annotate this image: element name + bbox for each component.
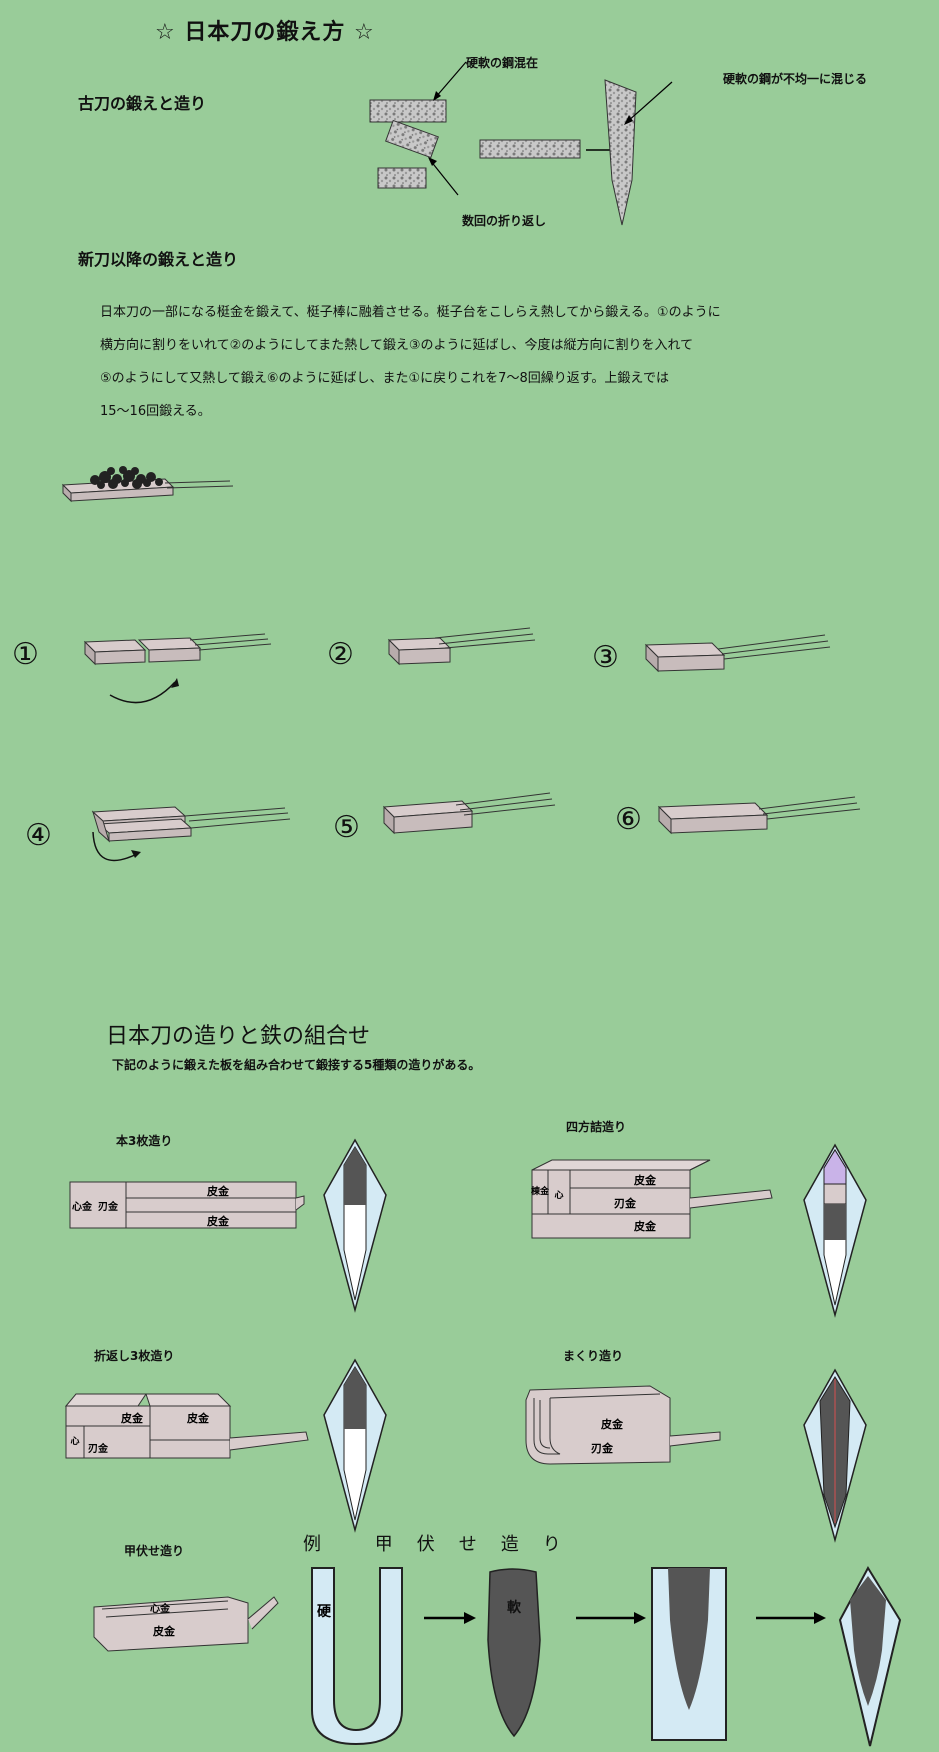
step-5-illustration	[382, 792, 556, 835]
kawagane-label: 皮金	[152, 1624, 176, 1638]
kobuse-example-diagram: 硬 軟	[311, 1565, 902, 1747]
paragraph-line: ⑤のようにして又熱して鍛え⑥のように延ばし、また①に戻りこれを7～8回繰り返す。…	[100, 371, 670, 386]
type-name: 甲伏せ造り	[124, 1544, 185, 1558]
paragraph-line: 日本刀の一部になる梃金を鍛えて、梃子棒に融着させる。梃子台をこしらえ熱してから鍛…	[100, 305, 721, 320]
shingane-label: 心金	[150, 1602, 171, 1615]
shin-label: 心	[70, 1436, 79, 1447]
combination-subheading: 下記のように鍛えた板を組み合わせて鍛接する5種類の造りがある。	[112, 1058, 481, 1072]
orikaeshi-cross-section	[323, 1358, 387, 1533]
hard-label: 硬	[317, 1604, 332, 1620]
shinto-heading: 新刀以降の鍛えと造り	[78, 250, 239, 269]
page-title: ☆ 日本刀の鍛え方 ☆	[155, 20, 375, 45]
shihozume-cross-section	[803, 1143, 867, 1318]
makuri-block: 皮金 刃金	[525, 1385, 721, 1465]
combination-heading: 日本刀の造りと鉄の組合せ	[106, 1024, 371, 1049]
step-2-illustration	[387, 627, 536, 666]
paragraph-line: 15～16回鍛える。	[100, 404, 211, 419]
arrow-uneven	[626, 81, 673, 123]
kawagane-label: 皮金	[186, 1411, 210, 1425]
hagane-label: 刃金	[98, 1200, 119, 1213]
step-4-number: ④	[25, 818, 52, 853]
step-6-number: ⑥	[615, 802, 642, 837]
kawagane-label: 皮金	[600, 1417, 624, 1431]
kawagane-label: 皮金	[206, 1214, 230, 1228]
step-5-number: ⑤	[333, 810, 360, 845]
label-uneven: 硬軟の鋼が不均一に混じる	[723, 72, 868, 86]
munegane-label: 棟金	[531, 1185, 550, 1197]
type-name: まくり造り	[563, 1349, 624, 1363]
koto-blade	[604, 79, 637, 226]
hagane-label: 刃金	[88, 1442, 109, 1455]
shingane-label: 心金	[72, 1200, 93, 1213]
type-name: 四方詰造り	[566, 1120, 627, 1134]
makuri-cross-section	[803, 1368, 867, 1543]
shin-label: 心	[554, 1190, 563, 1201]
kawagane-label: 皮金	[633, 1219, 657, 1233]
mixed-plate-2	[385, 119, 439, 159]
step-1-number: ①	[12, 637, 39, 672]
kawagane-label: 皮金	[206, 1184, 230, 1198]
arrow-mixed	[434, 61, 467, 99]
tekodai-illustration	[61, 466, 234, 503]
shinto-paragraph: 日本刀の一部になる梃金を鍛えて、梃子棒に融着させる。梃子台をこしらえ熱してから鍛…	[100, 296, 920, 428]
paragraph-line: 横方向に割りをいれて②のようにしてまた熱して鍛え③のように延ばし、今度は縦方向に…	[100, 338, 694, 353]
orikaeshi-block: 皮金 皮金 心 刃金	[64, 1393, 309, 1459]
type-name: 本3枚造り	[116, 1134, 173, 1148]
label-mixed: 硬軟の鋼混在	[466, 56, 539, 70]
hon-sanmai-cross-section	[323, 1138, 387, 1313]
step-3-illustration	[644, 634, 831, 673]
forged-bar	[479, 139, 581, 159]
step-3-number: ③	[592, 640, 619, 675]
kobuse-block: 心金 皮金	[93, 1596, 279, 1652]
step-4-illustration	[91, 806, 291, 862]
hagane-label: 刃金	[591, 1441, 614, 1455]
hagane-label: 刃金	[614, 1196, 637, 1210]
example-title: 例 甲伏せ造り	[303, 1534, 585, 1555]
koto-diagram	[369, 61, 673, 226]
hon-sanmai-block: 皮金 心金 刃金 皮金	[69, 1181, 305, 1229]
koto-heading: 古刀の鍛えと造り	[78, 94, 207, 113]
kawagane-label: 皮金	[633, 1173, 657, 1187]
step-2-number: ②	[327, 637, 354, 672]
shihozume-block: 皮金 棟金 心 刃金 皮金	[531, 1159, 773, 1239]
type-name: 折返し3枚造り	[94, 1349, 175, 1363]
arrow-fold	[429, 159, 459, 196]
step-1-illustration	[83, 633, 272, 704]
kawagane-label: 皮金	[120, 1411, 144, 1425]
mixed-plate-3	[377, 167, 427, 189]
label-fold: 数回の折り返し	[462, 214, 547, 228]
mixed-plate-1	[369, 99, 447, 123]
step-6-illustration	[657, 796, 861, 835]
soft-label: 軟	[507, 1599, 522, 1616]
